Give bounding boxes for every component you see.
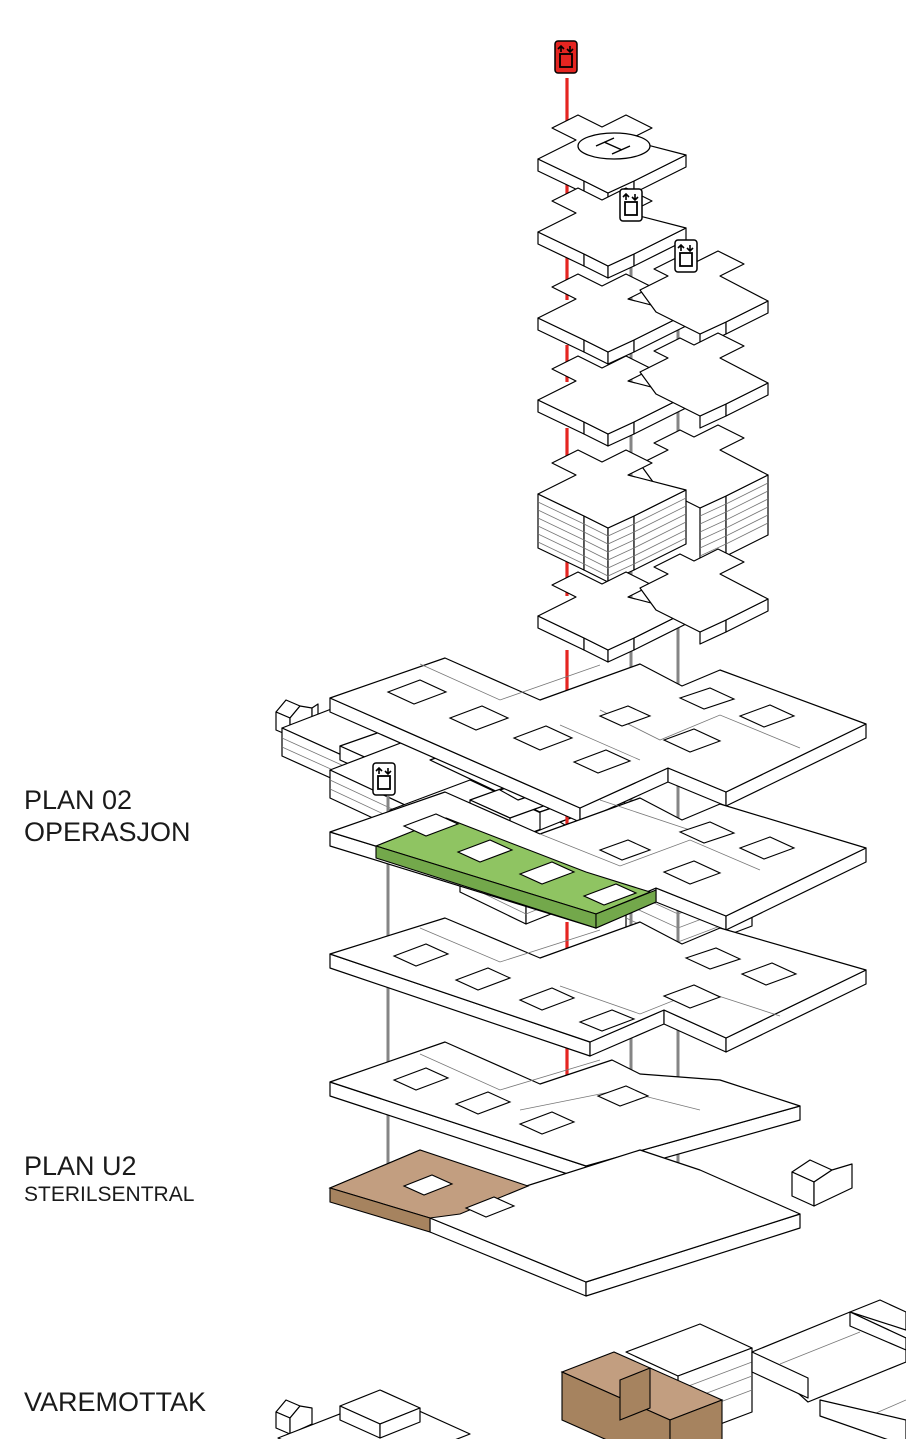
varemottak-block [562, 1324, 752, 1439]
elevator-icon-red [555, 41, 577, 73]
planu2-label: PLAN U2 STERILSENTRAL [24, 1150, 194, 1208]
context-buildings-left [276, 1390, 470, 1439]
podium-floor-u2-sterilsentral [330, 1150, 852, 1296]
tower-floors [538, 115, 768, 662]
plan02-label: PLAN 02 OPERASJON [24, 784, 191, 849]
context-buildings-right [752, 1300, 906, 1439]
varemottak-label: VAREMOTTAK [24, 1386, 206, 1418]
plan02-title: PLAN 02 [24, 784, 191, 816]
planu2-title: PLAN U2 [24, 1150, 194, 1182]
podium-floor-3 [330, 918, 866, 1056]
podium-floor-2-operasjon [330, 792, 866, 930]
elevator-icon [373, 763, 395, 795]
planu2-subtitle: STERILSENTRAL [24, 1182, 194, 1207]
plan02-subtitle: OPERASJON [24, 816, 191, 848]
elevator-icon [675, 240, 697, 272]
elevator-icon [620, 189, 642, 221]
